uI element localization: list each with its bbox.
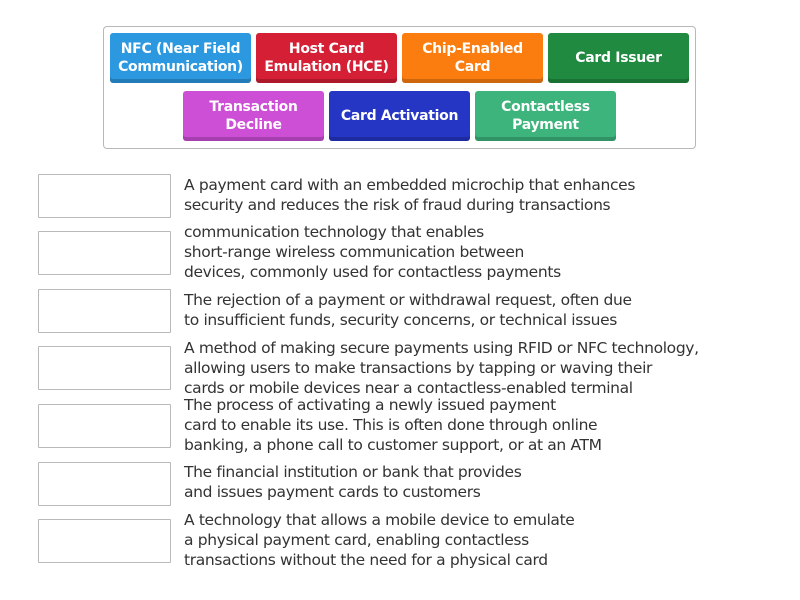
tile-hce[interactable]: Host Card Emulation (HCE) [256,33,397,83]
tile-transaction-decline[interactable]: Transaction Decline [183,91,324,141]
tile-nfc[interactable]: NFC (Near Field Communication) [110,33,251,83]
description-2: communication technology that enables sh… [184,223,561,281]
description-5: The process of activating a newly issued… [184,396,602,454]
description-1: A payment card with an embedded microchi… [184,176,636,214]
tile-label: Contactless Payment [501,99,590,133]
description-7: A technology that allows a mobile device… [184,511,575,569]
description-6: The financial institution or bank that p… [184,463,522,501]
description-4: A method of making secure payments using… [184,339,699,397]
tile-label: Transaction Decline [209,99,298,133]
drop-slot-7[interactable] [38,519,171,563]
drop-slot-2[interactable] [38,231,171,275]
drop-slot-1[interactable] [38,174,171,218]
tile-contactless-payment[interactable]: Contactless Payment [475,91,616,141]
tile-card-issuer[interactable]: Card Issuer [548,33,689,83]
tile-chip-enabled-card[interactable]: Chip-Enabled Card [402,33,543,83]
tile-label: Chip-Enabled Card [422,41,523,75]
drop-slot-3[interactable] [38,289,171,333]
tile-label: Card Issuer [575,50,662,66]
tile-label: NFC (Near Field Communication) [118,41,243,75]
drop-slot-4[interactable] [38,346,171,390]
drop-slot-5[interactable] [38,404,171,448]
drop-slot-6[interactable] [38,462,171,506]
description-3: The rejection of a payment or withdrawal… [184,291,632,329]
tile-label: Card Activation [340,108,459,124]
tile-card-activation[interactable]: Card Activation [329,91,470,141]
tile-label: Host Card Emulation (HCE) [264,41,389,75]
